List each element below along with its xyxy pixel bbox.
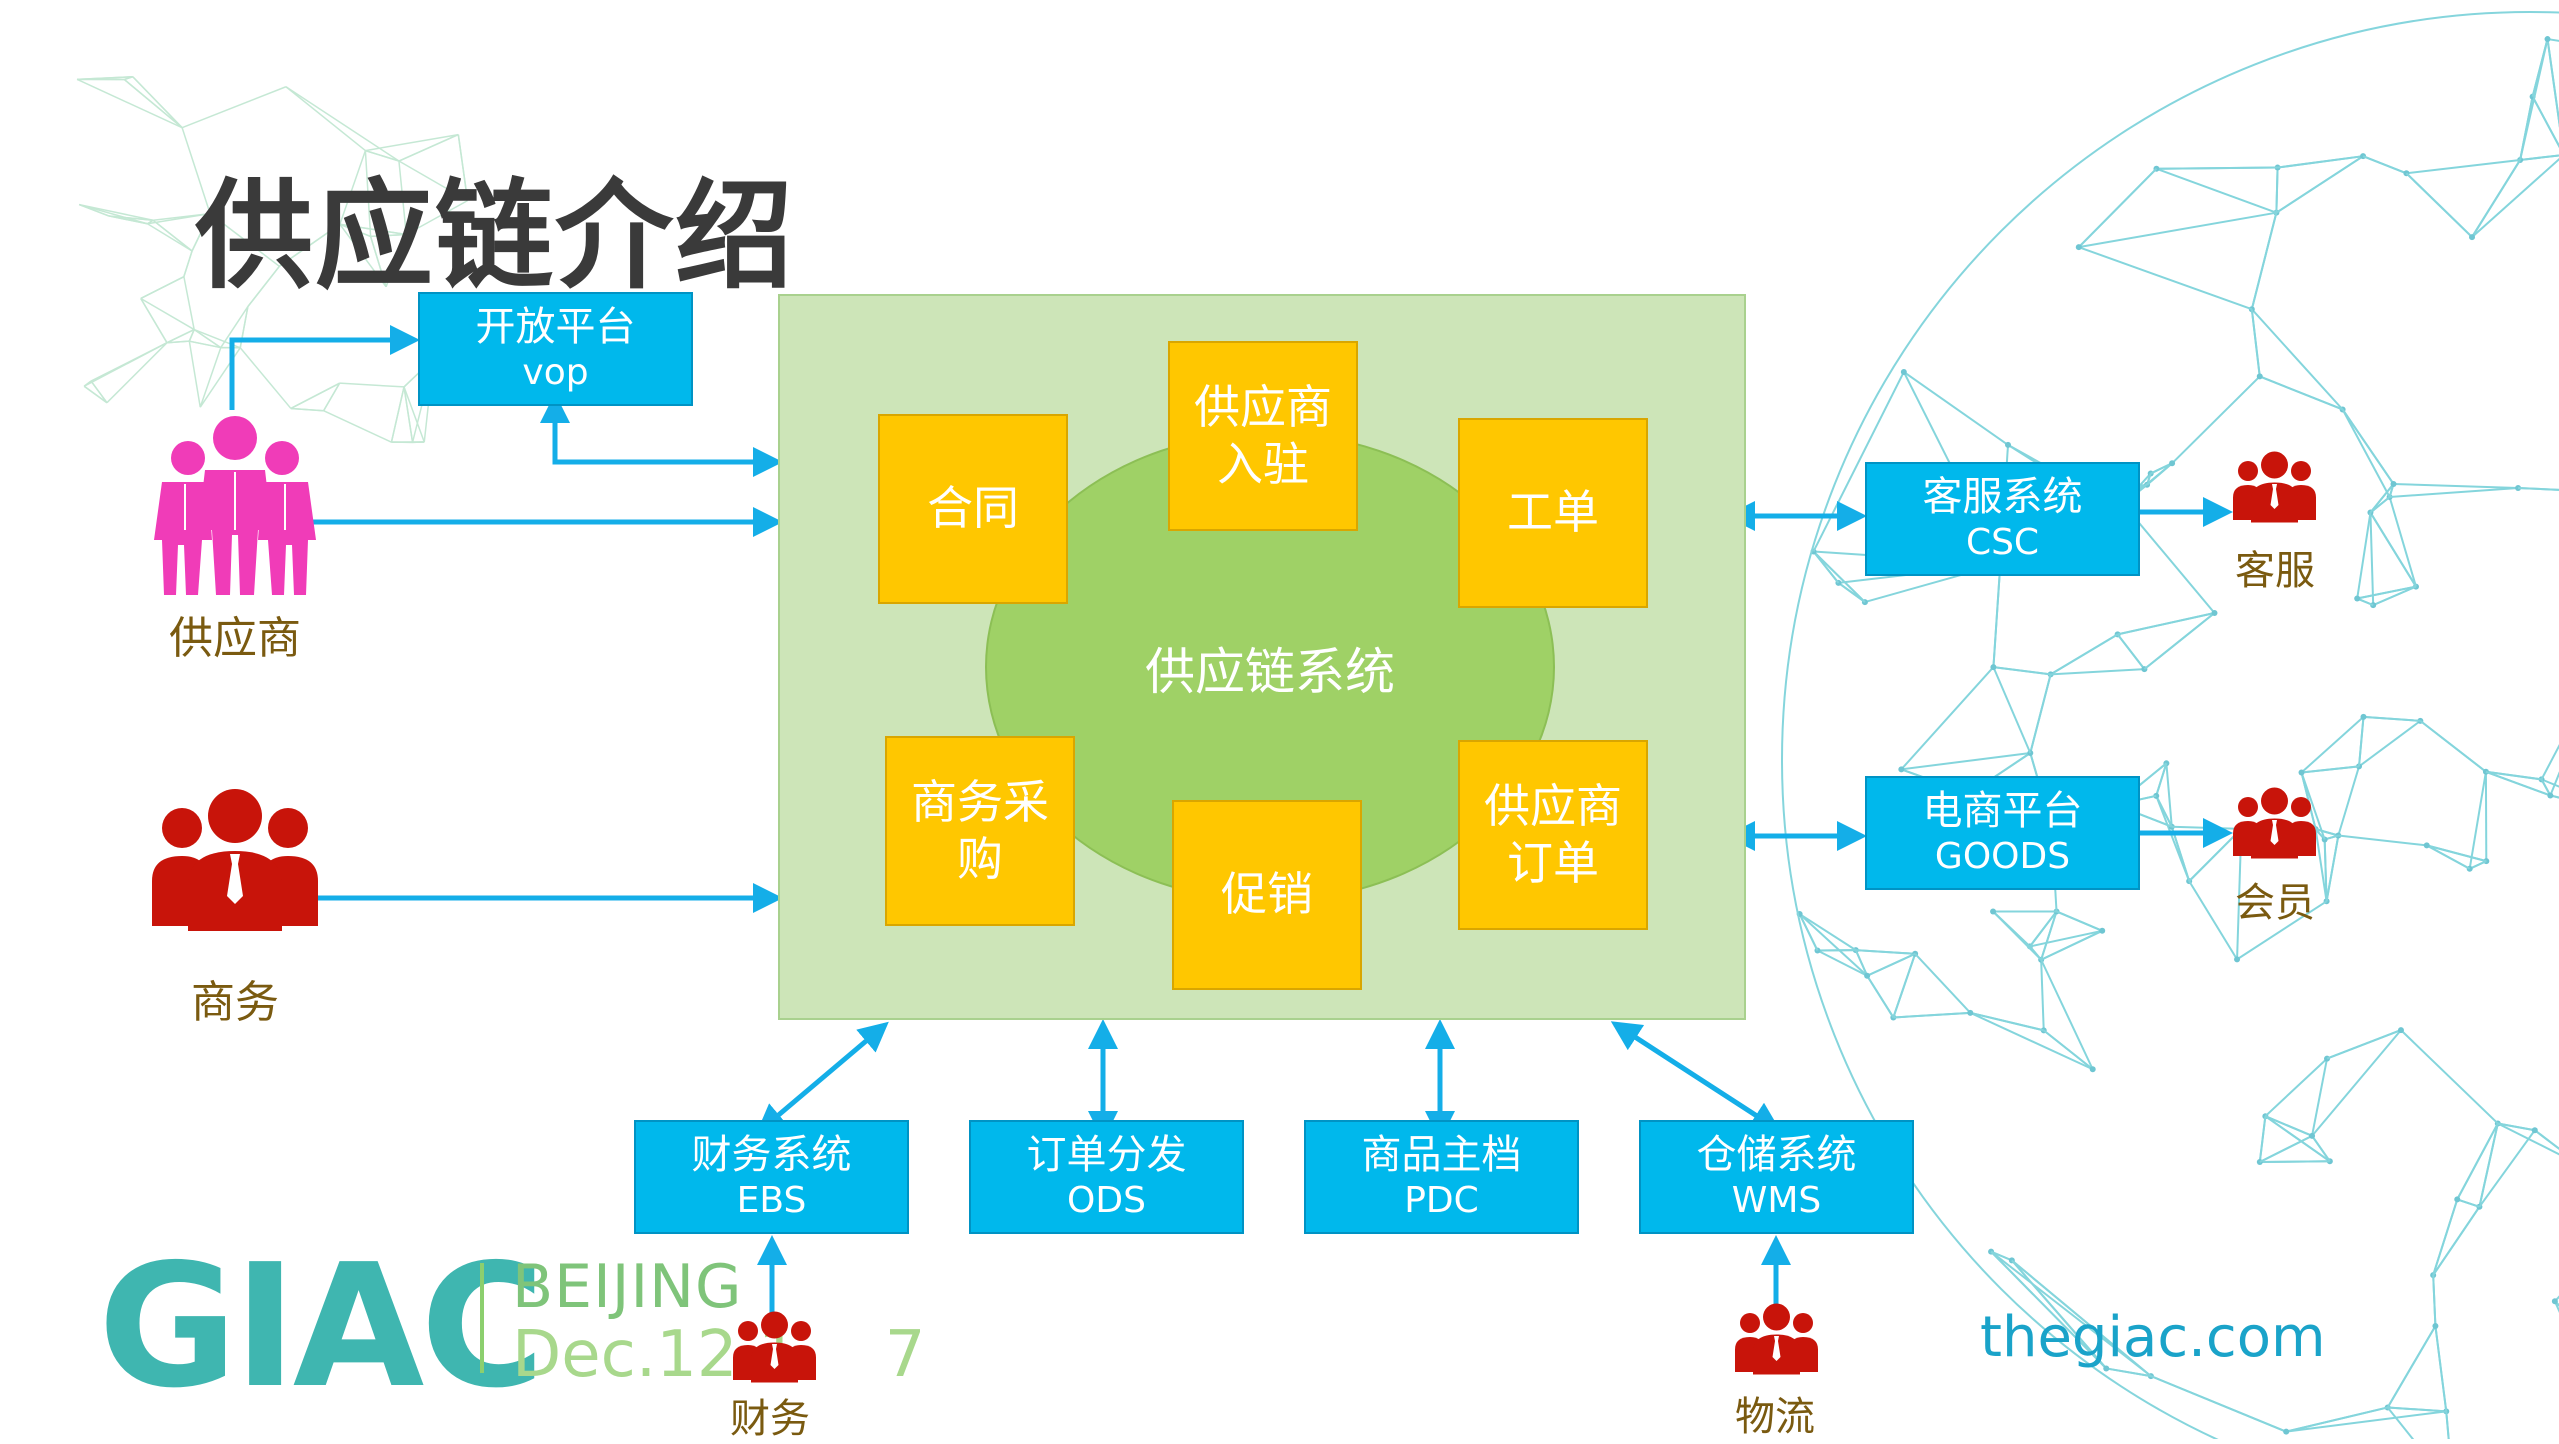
module-supplier-order: 供应商订单 [1458,740,1648,930]
arrow-wms-panel [1615,1024,1760,1118]
arrow-vop-to-panel [555,418,778,462]
giac-logo: GIAC [98,1228,541,1426]
event-city: BEIJING [512,1252,743,1322]
site-url: thegiac.com [1980,1305,2326,1370]
arrow-supplier-to-vop [232,340,415,410]
label-member: 会员 [2195,870,2355,928]
module-contract: 合同 [878,414,1068,604]
label-business: 商务 [135,966,335,1030]
module-promotion: 促销 [1172,800,1362,990]
label-logistics: 物流 [1695,1384,1855,1442]
group-people-red-icon [1734,1302,1819,1377]
label-finance: 财务 [690,1386,850,1444]
arrow-ebs-panel [775,1025,885,1118]
core-label: 供应链系统 [985,632,1555,704]
label-customer-service: 客服 [2195,538,2355,596]
module-work-order: 工单 [1458,418,1648,608]
logo-divider [480,1263,484,1373]
module-supplier-entry: 供应商入驻 [1168,341,1358,531]
label-supplier: 供应商 [135,602,335,666]
group-people-red-icon [150,786,320,936]
module-business-purchase: 商务采购 [885,736,1075,926]
group-people-red-icon [2232,450,2317,525]
group-people-pink-icon [150,410,320,600]
group-people-red-icon [732,1310,817,1385]
group-people-red-icon [2232,786,2317,861]
